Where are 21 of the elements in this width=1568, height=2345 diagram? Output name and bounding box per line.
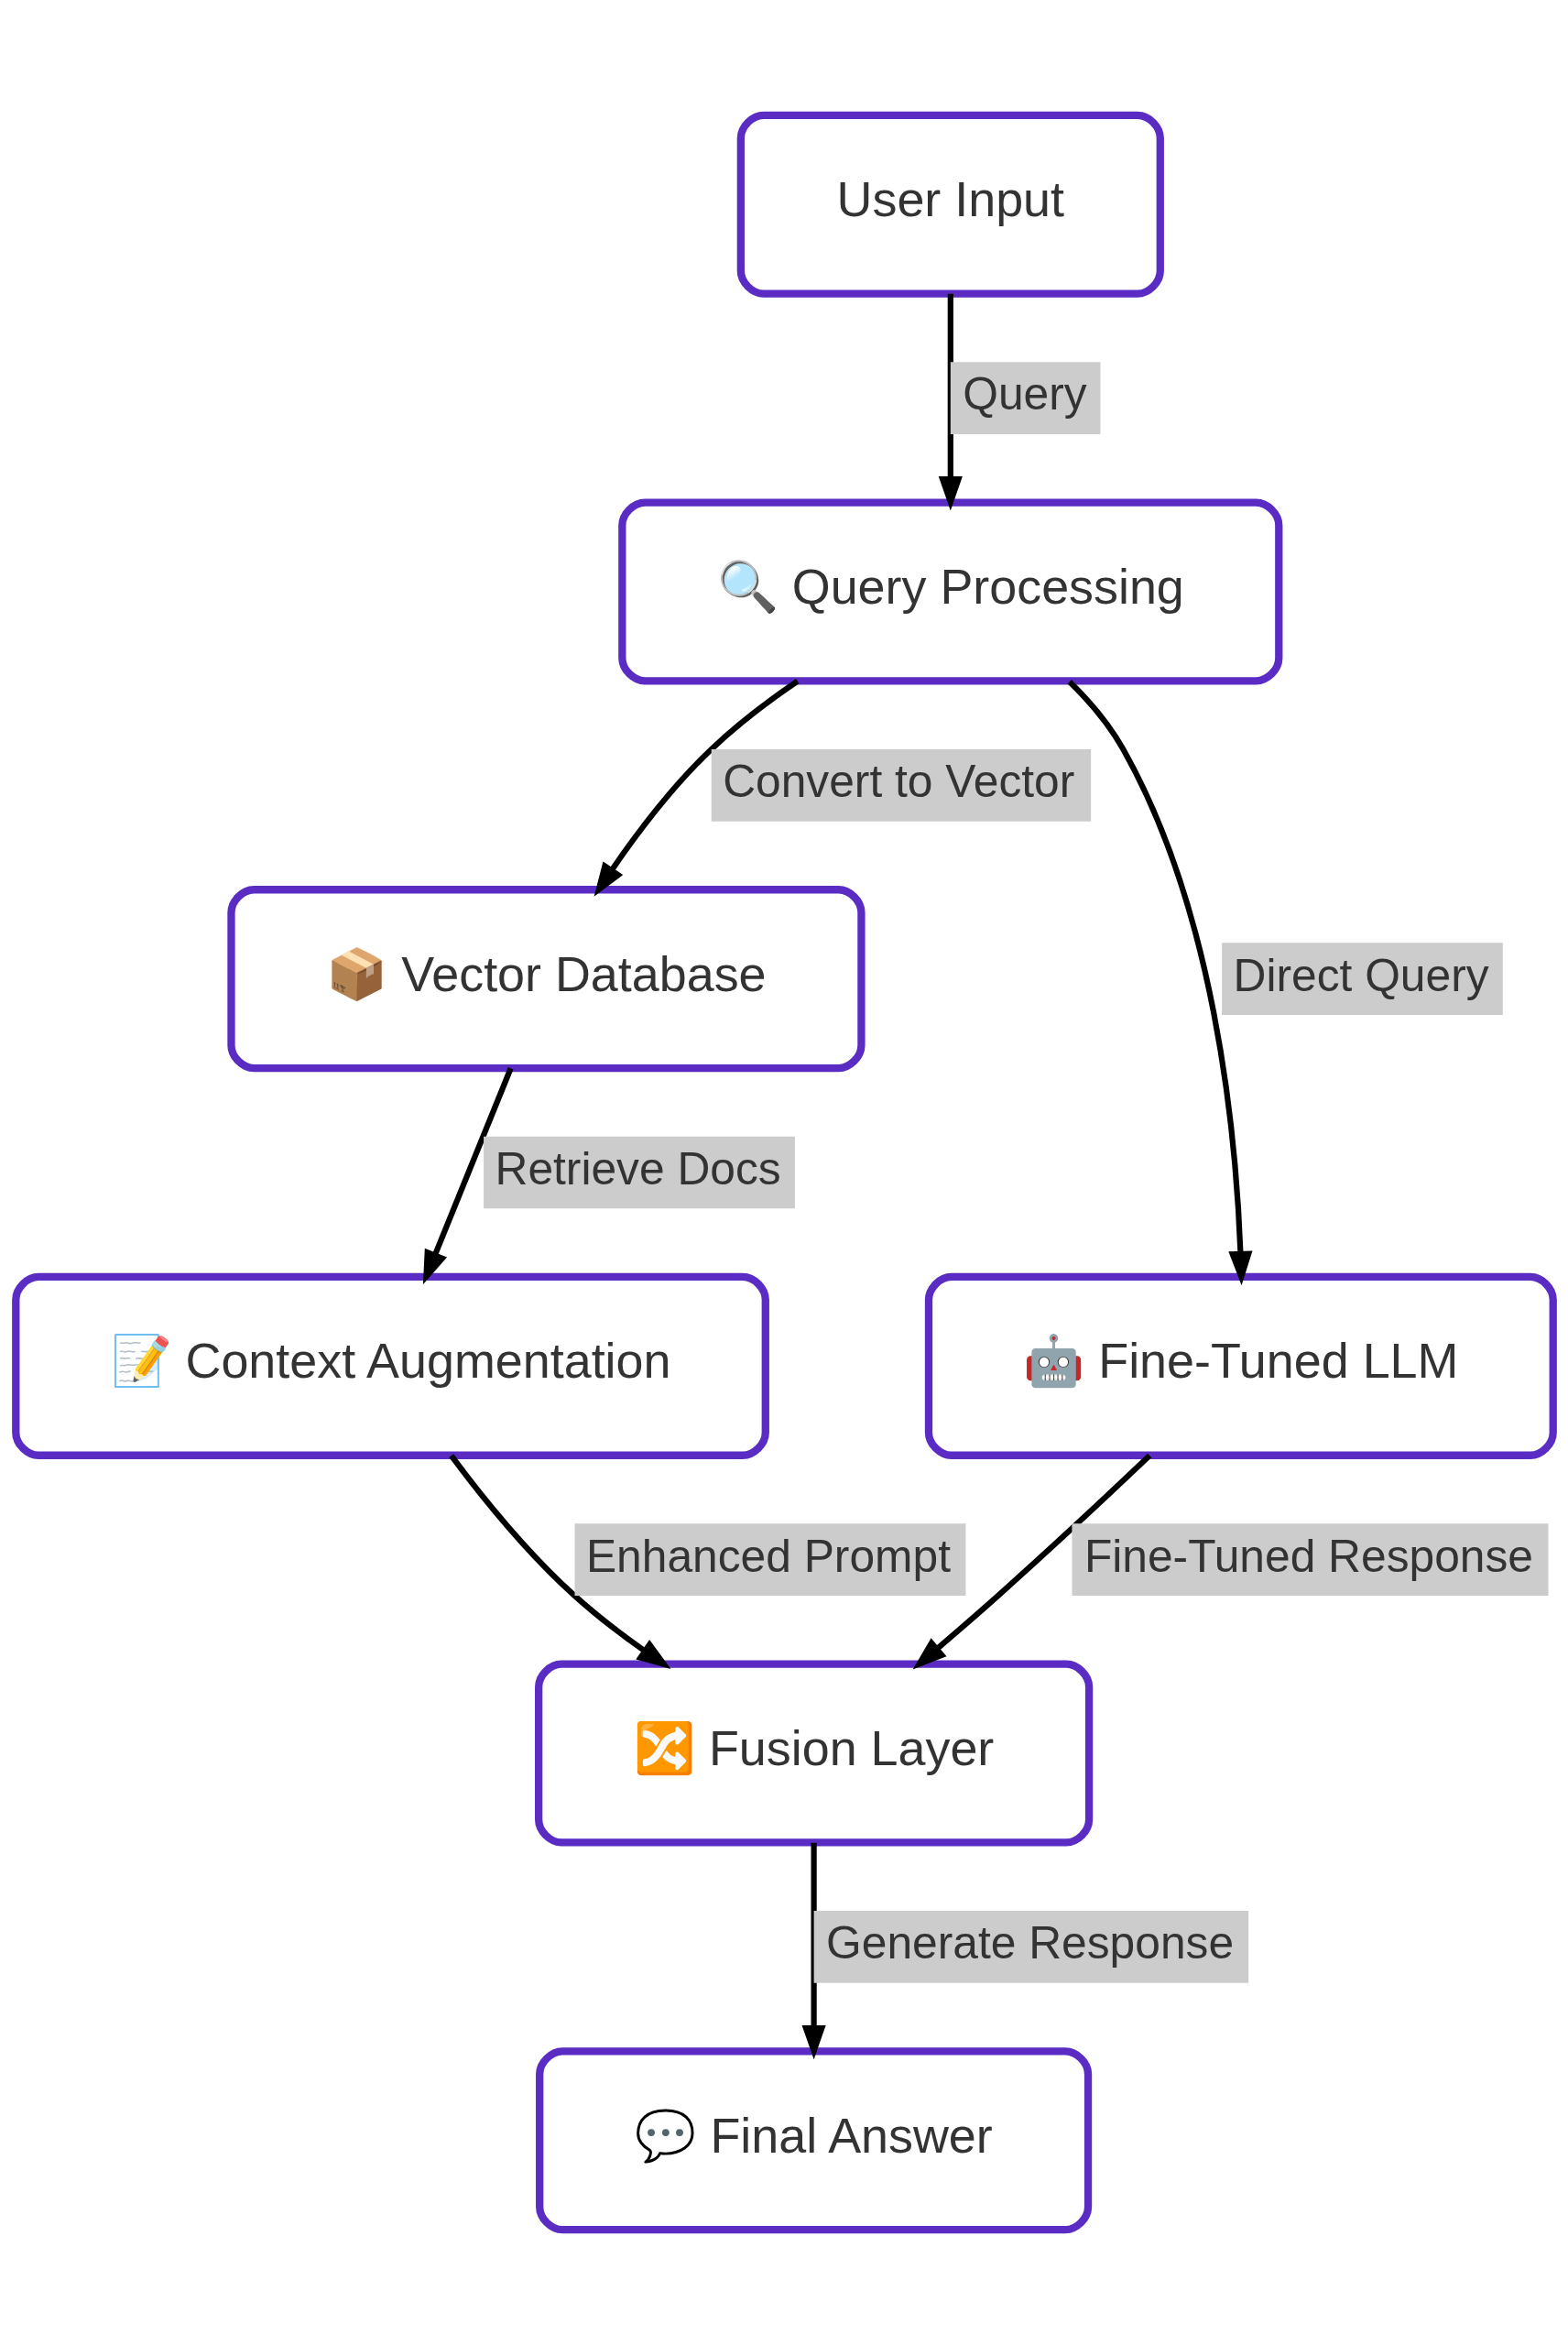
node-box: User Input xyxy=(736,111,1164,298)
edge-label: Convert to Vector xyxy=(722,756,1074,808)
arrow xyxy=(912,1453,1151,1670)
node-box: 📝 Context Augmentation xyxy=(11,1272,769,1459)
edge-label: Direct Query xyxy=(1233,949,1489,1001)
edge-label: Query xyxy=(962,368,1087,420)
arrow xyxy=(801,1842,826,2060)
edge-label: Generate Response xyxy=(825,1917,1234,1969)
node-box: 💬 Final Answer xyxy=(535,2047,1092,2234)
edge-label: Enhanced Prompt xyxy=(585,1530,951,1582)
arrow xyxy=(448,1454,670,1669)
node-box: 🤖 Fine-Tuned LLM xyxy=(924,1272,1557,1459)
arrow xyxy=(1067,680,1252,1286)
edge-label: Retrieve Docs xyxy=(495,1142,781,1194)
arrow xyxy=(593,679,800,897)
node-box: 🔍 Query Processing xyxy=(617,498,1282,685)
node-box: 🔀 Fusion Layer xyxy=(534,1660,1093,1847)
edge-label: Fine-Tuned Response xyxy=(1083,1530,1533,1582)
arrow xyxy=(422,1067,514,1285)
arrow xyxy=(938,293,963,511)
node-box: 📦 Vector Database xyxy=(226,886,866,1073)
